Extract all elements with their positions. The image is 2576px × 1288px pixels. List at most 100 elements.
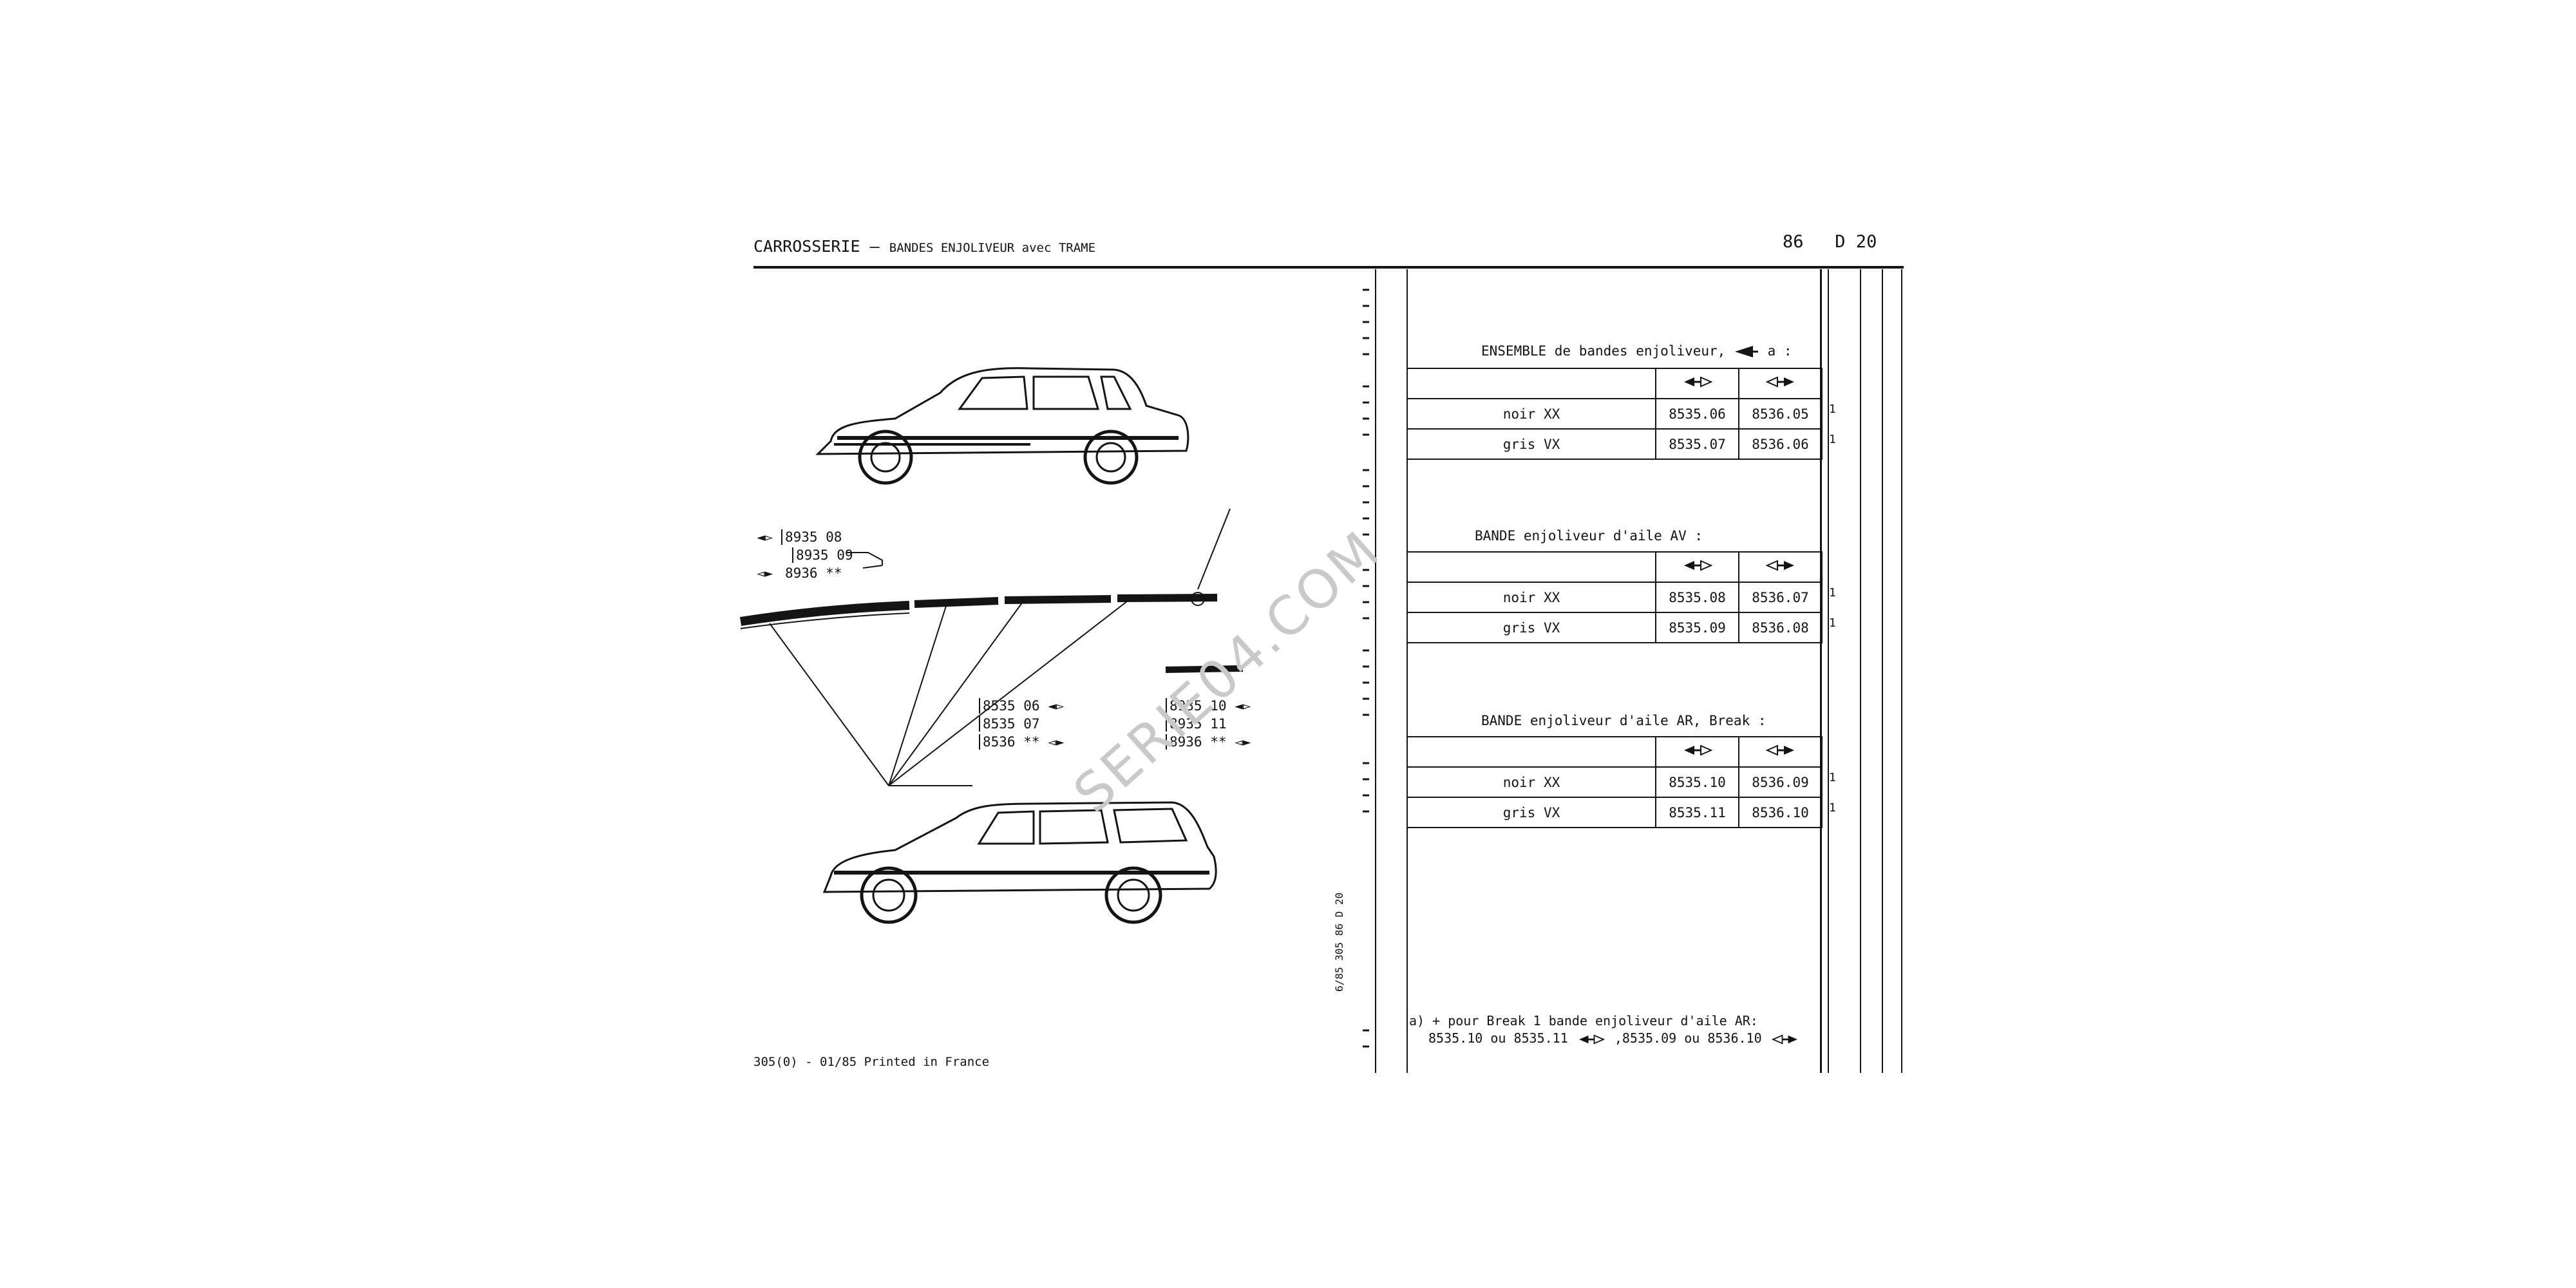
ruler-scale	[1363, 289, 1369, 1048]
callout-label: 8935 09	[792, 547, 853, 563]
table-header-row	[1406, 368, 1823, 399]
table-header-row	[1406, 736, 1823, 768]
callout-item: ◅► 8936 **	[757, 564, 853, 582]
header-separator: –	[869, 237, 880, 256]
column-rule-right-1	[1828, 269, 1829, 1073]
part-number-right: 8536.07	[1738, 582, 1823, 613]
model-code: D 20	[1835, 232, 1877, 252]
section-title-suffix: a :	[1767, 343, 1792, 359]
right-side-arrow-icon	[1765, 744, 1794, 756]
callout-label: 8535 07	[979, 716, 1040, 732]
part-number-right: 8536.05	[1738, 398, 1823, 430]
table-row: gris VX 8535.09 8536.08	[1406, 612, 1823, 643]
table-cell	[1655, 551, 1739, 583]
callout-label: 8535 06	[979, 698, 1040, 714]
table-cell	[1406, 736, 1656, 768]
section-title-aile-ar: BANDE enjoliveur d'aile AR, Break :	[1481, 713, 1766, 728]
left-side-arrow-icon	[1683, 376, 1712, 388]
callout-group-middle: 8535 06 ◄▻ 8535 07 8536 ** ◅►	[979, 697, 1064, 751]
footnote-line-2: 8535.10 ou 8535.11 ,8535.09 ou 8536.10	[1428, 1030, 1801, 1046]
part-number-left: 8535.06	[1655, 398, 1739, 430]
table-row: noir XX 8535.06 8536.05	[1406, 398, 1823, 430]
row-label: gris VX	[1406, 797, 1656, 828]
right-side-arrow-icon	[1765, 560, 1794, 571]
quantity: 1	[1829, 433, 1836, 446]
part-number-right: 8536.06	[1738, 428, 1823, 460]
row-label: noir XX	[1406, 398, 1656, 430]
right-side-arrow-icon	[1765, 376, 1794, 388]
part-number-left: 8535.10	[1655, 766, 1739, 798]
callout-label: 8935 10	[1166, 698, 1227, 714]
callout-label: 8935 11	[1166, 716, 1227, 732]
header-subtitle: BANDES ENJOLIVEUR avec TRAME	[889, 241, 1096, 255]
right-side-arrow-icon	[1771, 1034, 1797, 1045]
table-row: gris VX 8535.07 8536.06	[1406, 428, 1823, 460]
table-cell	[1406, 368, 1656, 399]
parts-table-aile-ar: noir XX 8535.10 8536.09 gris VX 8535.11 …	[1406, 736, 1823, 828]
table-cell	[1406, 551, 1656, 583]
callout-item: 8935 10 ◄▻	[1166, 697, 1251, 715]
table-cell	[1655, 368, 1739, 399]
quantity: 1	[1829, 771, 1836, 784]
side-reference: 6/85 305 86 D 20	[1333, 892, 1345, 992]
callout-group-top: ◄▻ 8935 08 8935 09 ◅► 8936 **	[757, 528, 853, 582]
left-side-arrow-icon	[1683, 560, 1712, 571]
footnote-line-1: a) + pour Break 1 bande enjoliveur d'ail…	[1409, 1013, 1758, 1028]
table-cell	[1738, 736, 1823, 768]
header-rule	[753, 266, 1904, 269]
table-cell	[1738, 551, 1823, 583]
footer-print-info: 305(0) - 01/85 Printed in France	[753, 1055, 990, 1069]
header-title: CARROSSERIE	[753, 237, 860, 256]
parts-table-ensemble: noir XX 8535.06 8536.05 gris VX 8535.07 …	[1406, 368, 1823, 460]
column-rule-scale	[1375, 269, 1376, 1073]
callout-label: 8936 **	[784, 565, 842, 581]
row-label: noir XX	[1406, 582, 1656, 613]
section-title-aile-av: BANDE enjoliveur d'aile AV :	[1475, 528, 1703, 544]
section-title-text: ENSEMBLE de bandes enjoliveur,	[1481, 343, 1726, 359]
callout-item: 8536 ** ◅►	[979, 733, 1064, 751]
part-number-right: 8536.08	[1738, 612, 1823, 643]
page-title: CARROSSERIE – BANDES ENJOLIVEUR avec TRA…	[753, 237, 1095, 256]
column-rule-right-3	[1882, 269, 1883, 1073]
row-label: gris VX	[1406, 428, 1656, 460]
callout-item: 8535 07	[979, 715, 1064, 733]
left-side-arrow-icon: ◄▻	[1048, 698, 1065, 714]
row-label: gris VX	[1406, 612, 1656, 643]
table-row: noir XX 8535.08 8536.07	[1406, 582, 1823, 613]
table-cell	[1738, 368, 1823, 399]
page-number-block: 86 D 20	[1783, 232, 1877, 252]
estate-car-illustration	[822, 801, 1217, 924]
left-side-arrow-icon	[1734, 346, 1758, 357]
part-number-left: 8535.11	[1655, 797, 1739, 828]
left-side-arrow-icon: ◄▻	[1235, 698, 1251, 714]
right-side-arrow-icon: ◅►	[757, 565, 773, 581]
table-row: gris VX 8535.11 8536.10	[1406, 797, 1823, 828]
part-number-left: 8535.07	[1655, 428, 1739, 460]
callout-label: 8935 08	[781, 529, 842, 545]
quantity: 1	[1829, 586, 1836, 600]
callout-item: 8936 ** ◅►	[1166, 733, 1251, 751]
page-number: 86	[1783, 232, 1804, 252]
detail-marker	[1191, 592, 1205, 606]
callout-item: 8935 11	[1166, 715, 1251, 733]
section-title-ensemble: ENSEMBLE de bandes enjoliveur, a :	[1481, 343, 1792, 359]
table-row: noir XX 8535.10 8536.09	[1406, 766, 1823, 798]
row-label: noir XX	[1406, 766, 1656, 798]
left-side-arrow-icon	[1578, 1034, 1605, 1045]
parts-table-aile-av: noir XX 8535.08 8536.07 gris VX 8535.09 …	[1406, 551, 1823, 643]
column-rule-qty	[1820, 269, 1822, 1073]
callout-item: 8935 09	[757, 546, 853, 564]
left-side-arrow-icon	[1683, 744, 1712, 756]
part-number-right: 8536.09	[1738, 766, 1823, 798]
right-side-arrow-icon: ◅►	[1235, 734, 1251, 750]
callout-group-right: 8935 10 ◄▻ 8935 11 8936 ** ◅►	[1166, 697, 1251, 751]
table-header-row	[1406, 551, 1823, 583]
column-rule-left	[1406, 269, 1408, 1073]
leader-lines	[769, 508, 1231, 786]
quantity: 1	[1829, 801, 1836, 815]
part-number-left: 8535.08	[1655, 582, 1739, 613]
part-number-left: 8535.09	[1655, 612, 1739, 643]
callout-label: 8936 **	[1166, 734, 1227, 750]
trim-strips	[739, 594, 1243, 673]
column-rule-right-4	[1901, 269, 1902, 1073]
